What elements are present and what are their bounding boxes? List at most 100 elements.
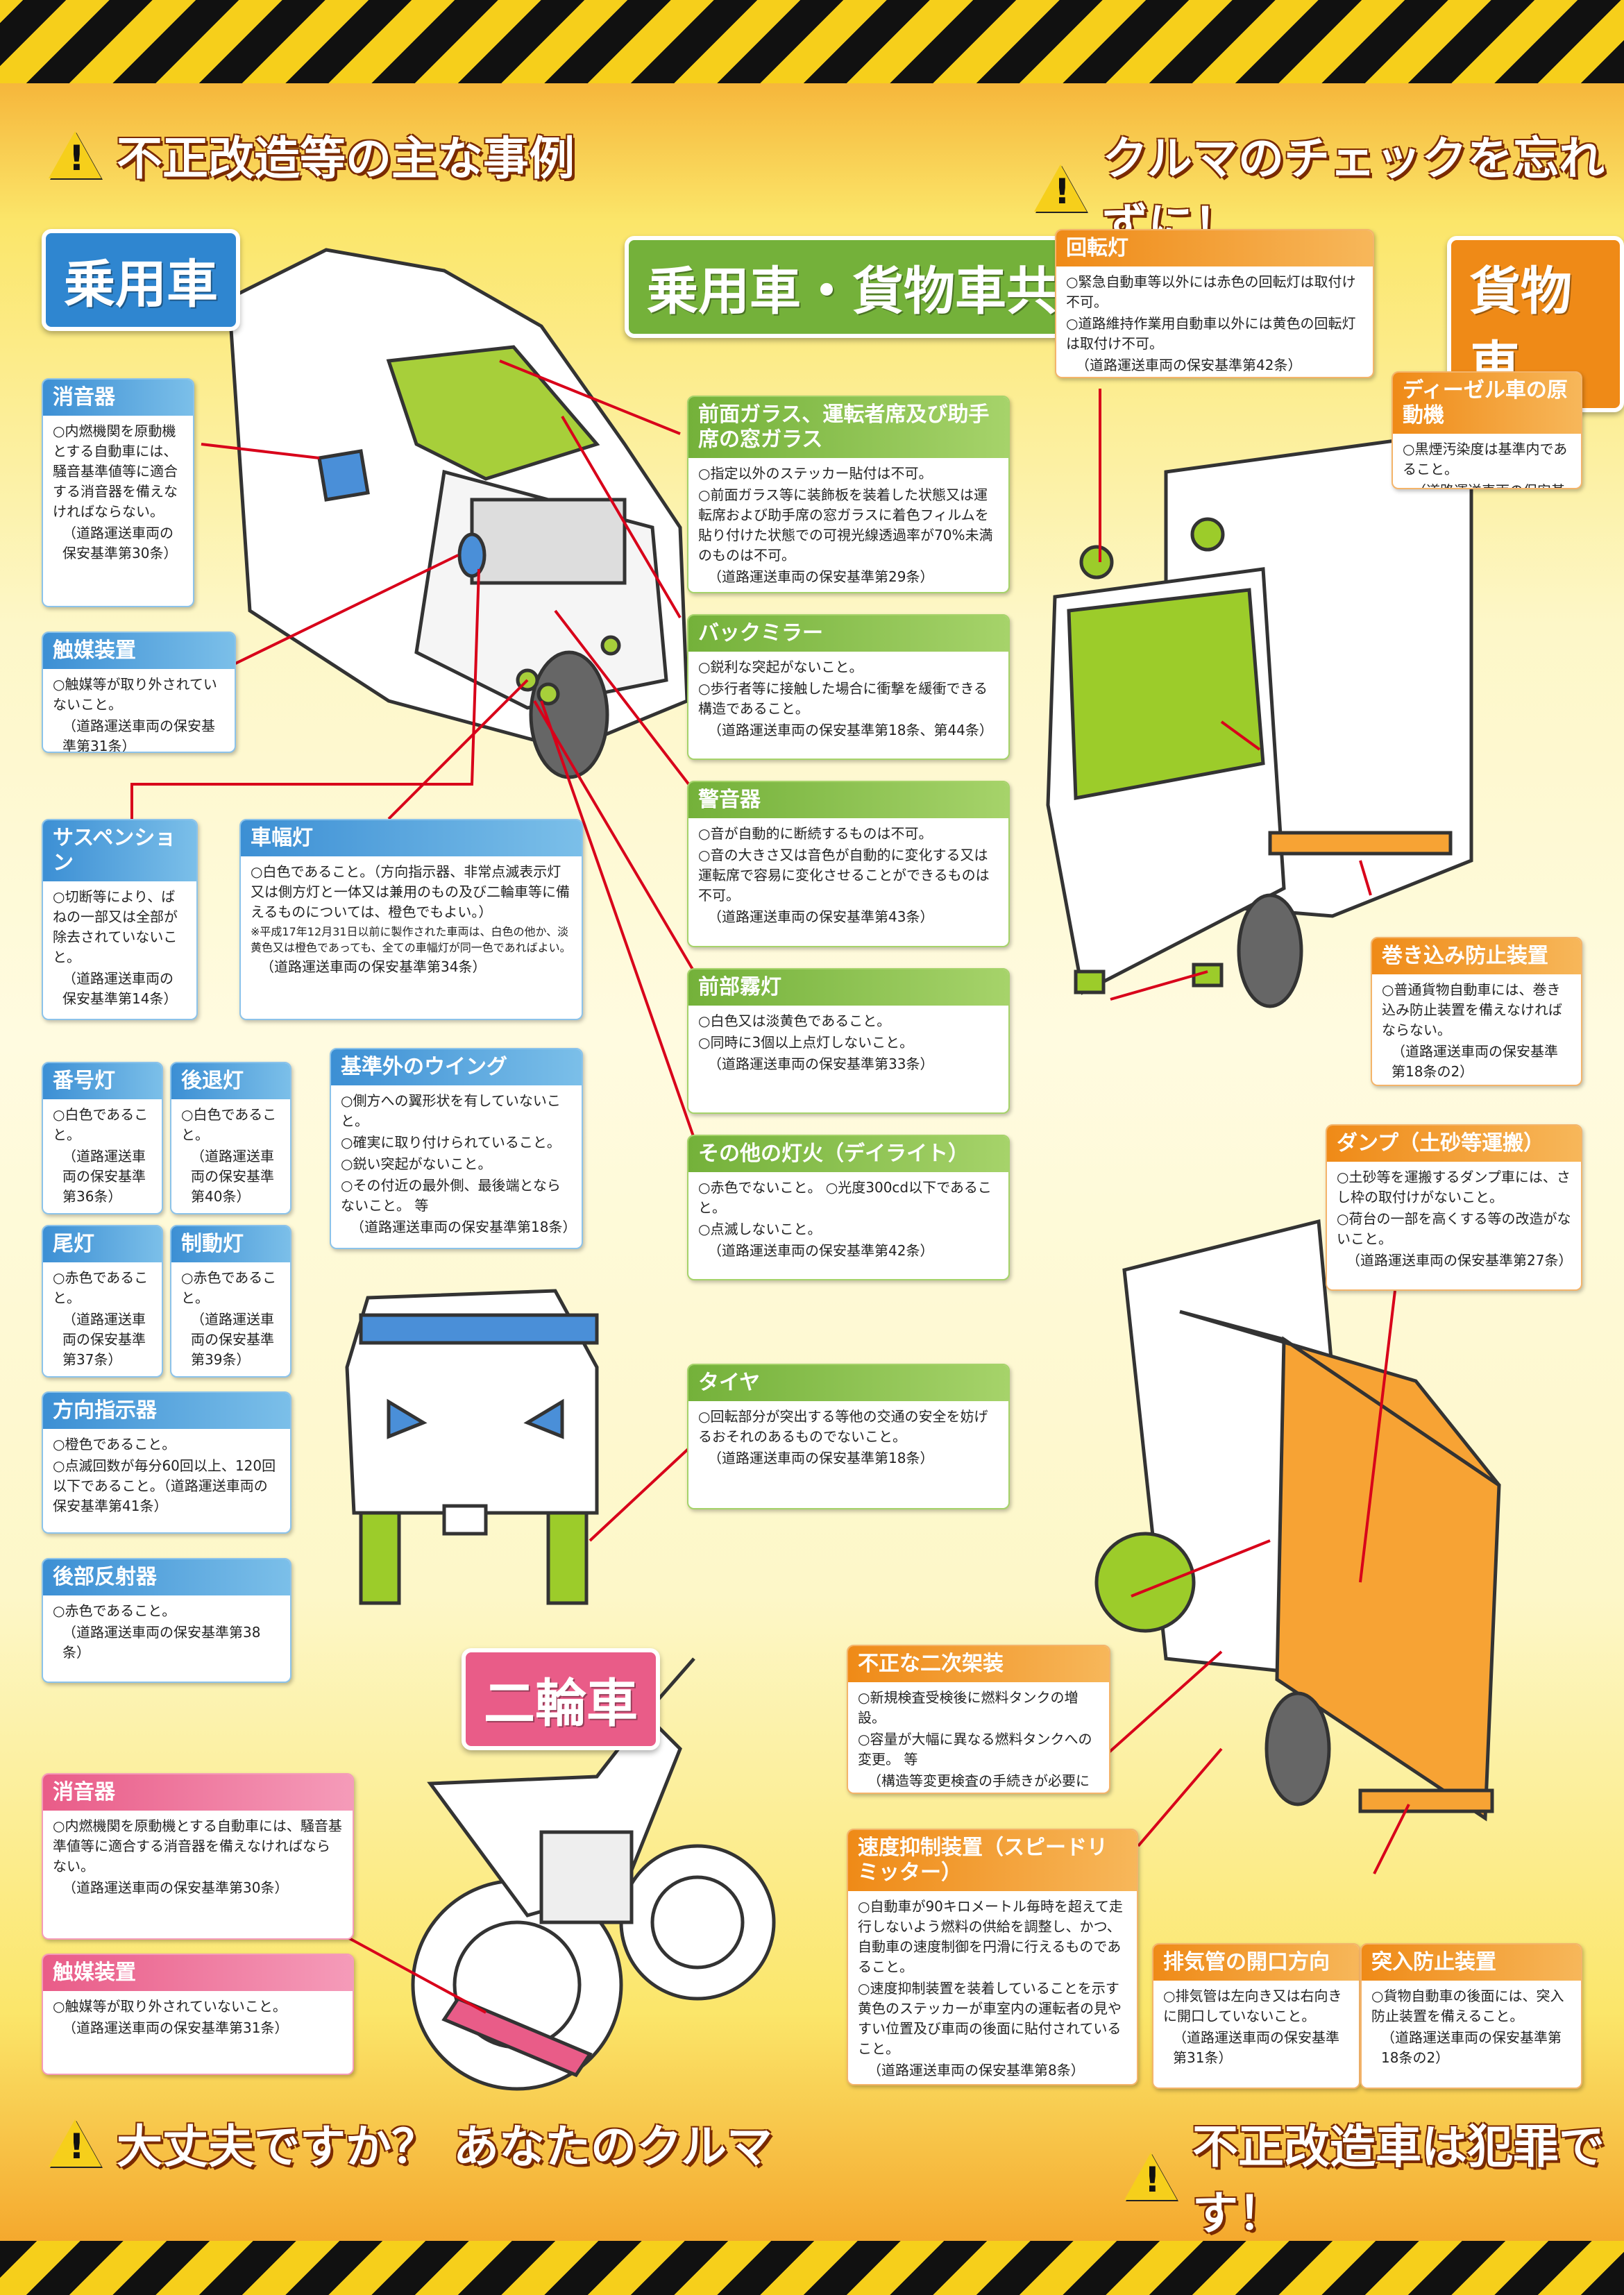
- box-line: ○鋭利な突起がないこと。: [698, 659, 863, 675]
- box-line: ○切断等により、ばねの一部又は全部が除去されていないこと。: [53, 888, 178, 965]
- box-line: ○白色又は淡黄色であること。: [698, 1013, 891, 1029]
- box-line: ○黒煙汚染度は基準内であること。: [1403, 441, 1568, 477]
- box-line: （道路運送車両の保安基準第33条）: [708, 1056, 934, 1072]
- box-title: 制動灯: [171, 1226, 290, 1262]
- box-glass: 前面ガラス、運転者席及び助手席の窓ガラス ○指定以外のステッカー貼付は不可。○前…: [687, 396, 1010, 593]
- box-mirror: バックミラー ○鋭利な突起がないこと。○歩行者等に接触した場合に衝撃を緩衝できる…: [687, 614, 1010, 760]
- box-line: （道路運送車両の保安基準第30条）: [62, 1879, 289, 1896]
- box-line: ○白色であること。（方向指示器、非常点滅表示灯又は側方灯と一体又は兼用のもの及び…: [251, 863, 570, 920]
- box-line: （道路運送車両の保安基準第18条の2）: [1381, 2029, 1562, 2066]
- box-title: ディーゼル車の原動機: [1393, 373, 1581, 434]
- box-line: ○音の大きさ又は音色が自動的に変化する又は運転席で容易に変化させることができるも…: [698, 847, 990, 904]
- box-line: ○歩行者等に接触した場合に衝撃を緩衝できる構造であること。: [698, 680, 988, 717]
- rear-car-illustration: [345, 1289, 599, 1605]
- box-line: （道路運送車両の保安基準第18条）: [350, 1219, 577, 1235]
- box-line: （道路運送車両の保安基準第39条）: [191, 1311, 274, 1368]
- box-title: ダンプ（土砂等運搬）: [1327, 1126, 1581, 1162]
- box-turn-signal: 方向指示器 ○橙色であること。○点滅回数が毎分60回以上、120回以下であること…: [42, 1391, 291, 1534]
- box-line: ○緊急自動車等以外には赤色の回転灯は取付け不可。: [1066, 273, 1356, 310]
- box-line: （道路運送車両の保安基準第42条）: [1076, 357, 1302, 373]
- heading-text: 大丈夫ですか？ あなたのクルマ: [117, 2120, 772, 2174]
- warning-icon: [1034, 164, 1087, 212]
- box-line: ※平成17年12月31日以前に製作された車両は、白色の他か、淡黄色又は橙色であっ…: [251, 925, 571, 955]
- box-beacon: 回転灯 ○緊急自動車等以外には赤色の回転灯は取付け不可。○道路維持作業用自動車以…: [1055, 229, 1374, 378]
- box-line: ○赤色でないこと。 ○光度300cd以下であること。: [698, 1179, 992, 1216]
- box-line: ○赤色であること。: [53, 1269, 149, 1306]
- box-speed-limiter: 速度抑制装置（スピードリミッター） ○自動車が90キロメートル毎時を超えて走行し…: [847, 1829, 1138, 2085]
- box-line: （道路運送車両の保安基準第30条）: [62, 525, 178, 561]
- box-suspension: サスペンション ○切断等により、ばねの一部又は全部が除去されていないこと。（道路…: [42, 819, 198, 1020]
- box-line: ○内燃機関を原動機とする自動車には、騒音基準値等に適合する消音器を備えなければな…: [53, 423, 178, 520]
- box-title: サスペンション: [43, 820, 196, 881]
- category-passenger: 乗用車: [42, 229, 240, 331]
- box-tail-lamp: 尾灯 ○赤色であること。 （道路運送車両の保安基準第37条）: [42, 1225, 163, 1378]
- box-line: ○側方への翼形状を有していないこと。: [341, 1092, 561, 1129]
- box-exhaust: 排気管の開口方向 ○排気管は左向き又は右向きに開口していないこと。（道路運送車両…: [1152, 1943, 1360, 2089]
- box-line: ○確実に取り付けられていること。: [341, 1134, 561, 1151]
- box-line: ○白色であること。: [53, 1106, 149, 1143]
- box-line: （道路運送車両の保安基準第31条）: [1403, 481, 1571, 488]
- box-line: ○道路維持作業用自動車以外には黄色の回転灯は取付け不可。: [1066, 315, 1356, 352]
- box-line: ○回転部分が突出する等他の交通の安全を妨げるおそれのあるものでないこと。: [698, 1408, 988, 1445]
- box-diesel: ディーゼル車の原動機 ○黒煙汚染度は基準内であること。 （道路運送車両の保安基準第…: [1392, 371, 1582, 489]
- box-horn: 警音器 ○音が自動的に断続するものは不可。○音の大きさ又は音色が自動的に変化する…: [687, 781, 1010, 947]
- box-underrun-guard: 突入防止装置 ○貨物自動車の後面には、突入防止装置を備えること。 （道路運送車両の…: [1360, 1943, 1582, 2089]
- box-headlamp: 車幅灯 ○白色であること。（方向指示器、非常点滅表示灯又は側方灯と一体又は兼用の…: [239, 819, 583, 1020]
- heading-main-examples: 不正改造等の主な事例: [49, 121, 575, 188]
- heading-text: 不正改造等の主な事例: [117, 132, 575, 185]
- box-title: 後退灯: [171, 1063, 290, 1099]
- box-line: （道路運送車両の保安基準第40条）: [191, 1148, 274, 1205]
- box-line: （道路運送車両の保安基準第31条）: [62, 718, 215, 753]
- box-title: 方向指示器: [43, 1393, 290, 1429]
- hazard-stripe-top: [0, 0, 1624, 83]
- box-line: （道路運送車両の保安基準第31条）: [62, 2019, 289, 2036]
- box-line: （道路運送車両の保安基準第38条）: [62, 1624, 261, 1661]
- box-title: 触媒装置: [43, 633, 235, 669]
- box-line: （道路運送車両の保安基準第37条）: [62, 1311, 146, 1368]
- box-title: 番号灯: [43, 1063, 162, 1099]
- box-line: ○内燃機関を原動機とする自動車には、騒音基準値等に適合する消音器を備えなければな…: [53, 1818, 342, 1874]
- category-common: 乗用車・貨物車共通: [625, 236, 1131, 338]
- box-line: （道路運送車両の保安基準第8条）: [868, 2062, 1085, 2078]
- box-line: ○貨物自動車の後面には、突入防止装置を備えること。: [1371, 1988, 1564, 2024]
- box-dump: ダンプ（土砂等運搬） ○土砂等を運搬するダンプ車には、さし枠の取付けがないこと。…: [1326, 1124, 1582, 1291]
- box-line: （構造等変更検査の手続きが必要になります。）: [868, 1772, 1090, 1789]
- box-title: 触媒装置: [43, 1955, 353, 1991]
- warning-icon: [49, 2119, 101, 2167]
- box-fuel-tank: 不正な二次架装 ○新規検査受検後に燃料タンクの増設。○容量が大幅に異なる燃料タン…: [847, 1645, 1110, 1794]
- box-title: その他の灯火（デイライト）: [688, 1136, 1008, 1172]
- box-plate-lamp: 番号灯 ○白色であること。 （道路運送車両の保安基準第36条）: [42, 1062, 163, 1214]
- box-title: 消音器: [43, 1775, 353, 1811]
- box-line: ○排気管は左向き又は右向きに開口していないこと。: [1163, 1988, 1342, 2024]
- box-title: 車幅灯: [241, 820, 582, 856]
- heading-text: 不正改造車は犯罪です！: [1192, 2120, 1605, 2240]
- box-line: （道路運送車両の保安基準第36条）: [62, 1148, 146, 1205]
- box-line: ○点滅しないこと。: [698, 1221, 822, 1237]
- box-line: ○点滅回数が毎分60回以上、120回以下であること。（道路運送車両の保安基準第4…: [53, 1457, 276, 1514]
- motorcycle-illustration: [411, 1657, 776, 2091]
- box-line: ○指定以外のステッカー貼付は不可。: [698, 465, 933, 482]
- hazard-stripe-bottom: [0, 2241, 1624, 2295]
- box-catalyst: 触媒装置 ○触媒等が取り外されていないこと。 （道路運送車両の保安基準第31条）: [42, 632, 236, 753]
- box-title: 突入防止装置: [1362, 1945, 1581, 1981]
- box-line: ○新規検査受検後に燃料タンクの増設。: [858, 1689, 1079, 1726]
- box-title: 排気管の開口方向: [1153, 1945, 1359, 1981]
- box-muffler: 消音器 ○内燃機関を原動機とする自動車には、騒音基準値等に適合する消音器を備えな…: [42, 378, 194, 607]
- box-line: ○鋭い突起がないこと。: [341, 1155, 492, 1172]
- box-moto-catalyst: 触媒装置 ○触媒等が取り外されていないこと。（道路運送車両の保安基準第31条）: [42, 1954, 354, 2075]
- box-line: ○触媒等が取り外されていないこと。: [53, 676, 217, 713]
- box-line: ○前面ガラス等に装飾板を装着した状態又は運転席および助手席の窓ガラスに着色フィル…: [698, 486, 993, 564]
- category-motorcycle: 二輪車: [462, 1648, 660, 1750]
- box-line: （道路運送車両の保安基準第42条）: [708, 1242, 934, 1259]
- box-wing: 基準外のウイング ○側方への翼形状を有していないこと。○確実に取り付けられている…: [330, 1048, 583, 1249]
- box-line: ○土砂等を運搬するダンプ車には、さし枠の取付けがないこと。: [1337, 1169, 1571, 1205]
- box-title: 不正な二次架装: [848, 1646, 1109, 1682]
- box-line: ○自動車が90キロメートル毎時を超えて走行しないよう燃料の供給を調整し、かつ、自…: [858, 1898, 1123, 1975]
- box-title: 尾灯: [43, 1226, 162, 1262]
- box-fog-lamp: 前部霧灯 ○白色又は淡黄色であること。○同時に3個以上点灯しないこと。（道路運送…: [687, 968, 1010, 1114]
- box-moto-muffler: 消音器 ○内燃機関を原動機とする自動車には、騒音基準値等に適合する消音器を備えな…: [42, 1773, 354, 1940]
- box-line: ○赤色であること。: [53, 1602, 176, 1619]
- box-side-guard: 巻き込み防止装置 ○普通貨物自動車には、巻き込み防止装置を備えなければならない。…: [1371, 937, 1582, 1086]
- box-rear-reflector: 後部反射器 ○赤色であること。（道路運送車両の保安基準第38条）: [42, 1558, 291, 1683]
